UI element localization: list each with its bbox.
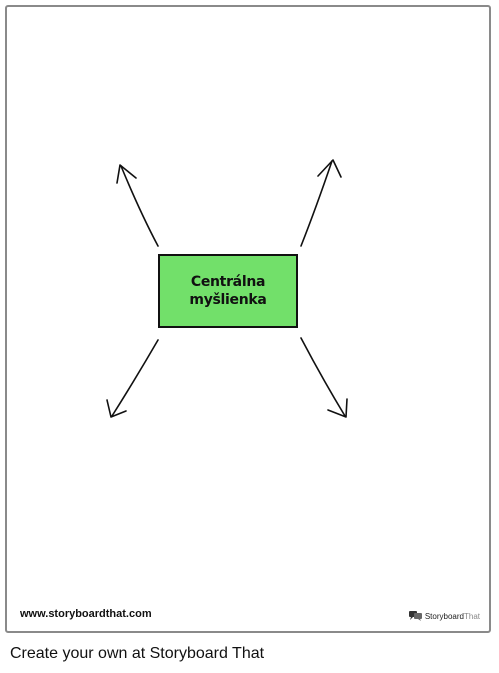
central-idea-text: Centrálna myšlienka: [189, 274, 267, 308]
create-your-own-link[interactable]: Create your own at Storyboard That: [10, 645, 265, 662]
brand-bold: Storyboard: [424, 611, 464, 621]
watermark-url: www.storyboardthat.com: [20, 608, 152, 620]
central-idea-box: Centrálna myšlienka: [158, 254, 298, 328]
speech-bubbles-icon: [408, 611, 422, 621]
brand-light: That: [463, 611, 480, 621]
storyboardthat-logo: StoryboardThat: [408, 611, 480, 621]
brand-name: StoryboardThat: [425, 612, 480, 621]
